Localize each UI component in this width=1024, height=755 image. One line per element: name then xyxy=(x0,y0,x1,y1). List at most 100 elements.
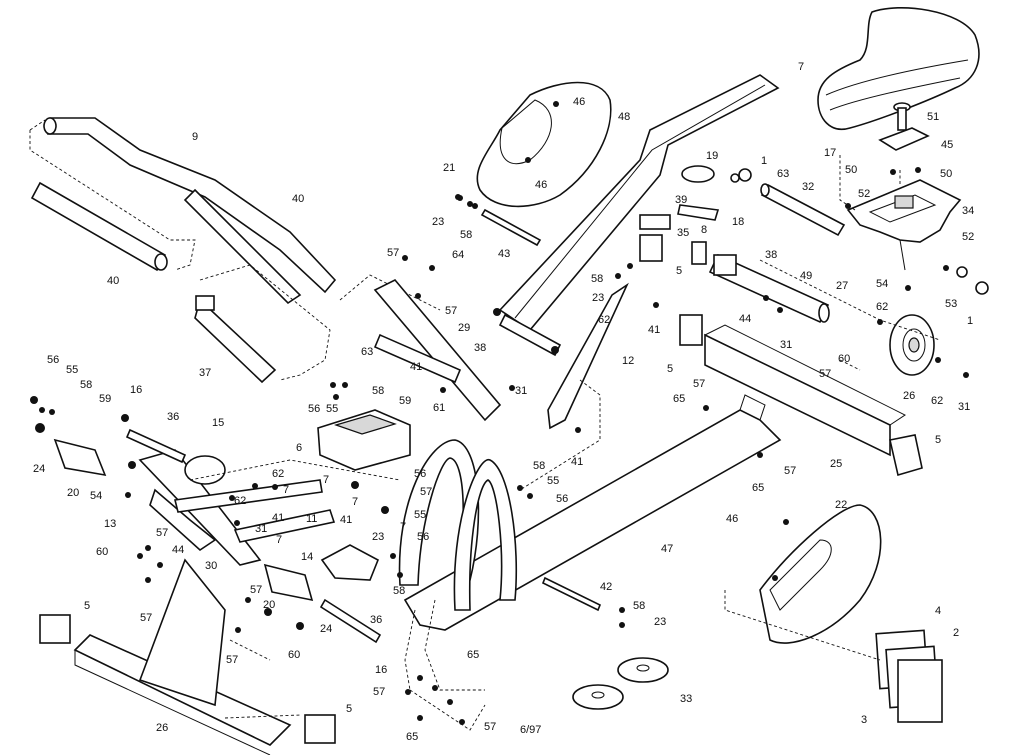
part-label: 65 xyxy=(752,482,764,494)
part-label: 1 xyxy=(967,315,973,327)
part-label: 26 xyxy=(156,722,168,734)
fastener-dots xyxy=(30,101,969,725)
part-label: 58 xyxy=(633,600,645,612)
part-label: 7 xyxy=(283,484,289,496)
part-label: 57 xyxy=(156,527,168,539)
part-label: 65 xyxy=(467,649,479,661)
rear-stabilizer-part xyxy=(704,324,923,477)
part-label: 7 xyxy=(798,61,804,73)
end-cap-small-part xyxy=(39,234,703,744)
part-label: 12 xyxy=(622,355,634,367)
part-label: 43 xyxy=(498,248,510,260)
part-label: 46 xyxy=(535,179,547,191)
weight-plates-part xyxy=(572,657,669,710)
part-label: 5 xyxy=(84,600,90,612)
pedal-arm-part xyxy=(547,282,629,430)
part-label: 38 xyxy=(765,249,777,261)
part-label: 62 xyxy=(876,301,888,313)
part-label: 42 xyxy=(600,581,612,593)
part-label: 36 xyxy=(370,614,382,626)
part-label: 4 xyxy=(935,605,941,617)
part-label: 58 xyxy=(591,273,603,285)
part-label: 58 xyxy=(533,460,545,472)
part-label: 30 xyxy=(205,560,217,572)
part-label: 32 xyxy=(802,181,814,193)
part-label: 37 xyxy=(199,367,211,379)
part-label: 60 xyxy=(838,353,850,365)
part-label: 57 xyxy=(373,686,385,698)
knob-part xyxy=(730,168,989,295)
part-label: 40 xyxy=(292,193,304,205)
part-label: 62 xyxy=(272,468,284,480)
part-label: 24 xyxy=(320,623,332,635)
part-label: 50 xyxy=(940,168,952,180)
part-label: 62 xyxy=(931,395,943,407)
part-label: 1 xyxy=(761,155,767,167)
part-label: 38 xyxy=(474,342,486,354)
part-label: 56 xyxy=(417,531,429,543)
upright-plate-part xyxy=(138,558,226,707)
part-label: 7 xyxy=(323,474,329,486)
part-label: 5 xyxy=(935,434,941,446)
part-label: 52 xyxy=(858,188,870,200)
wheel-part xyxy=(889,314,935,376)
part-label: 31 xyxy=(255,523,267,535)
part-label: 16 xyxy=(375,664,387,676)
handlebar-grip-part xyxy=(30,181,168,272)
part-label: 55 xyxy=(547,475,559,487)
rod-part xyxy=(125,428,382,644)
part-label: 49 xyxy=(800,270,812,282)
pin-part xyxy=(541,576,602,612)
part-label: 50 xyxy=(845,164,857,176)
part-label: 36 xyxy=(167,411,179,423)
part-label: 62 xyxy=(598,314,610,326)
part-label: 3 xyxy=(861,714,867,726)
part-label: 56 xyxy=(308,403,320,415)
part-label: 59 xyxy=(99,393,111,405)
part-label: 52 xyxy=(962,231,974,243)
part-label: 53 xyxy=(945,298,957,310)
part-label: 27 xyxy=(836,280,848,292)
seat-part xyxy=(817,7,980,131)
part-label: 17 xyxy=(824,147,836,159)
part-label: 7 xyxy=(400,521,406,533)
part-label: 41 xyxy=(410,361,422,373)
end-cap-part xyxy=(53,438,314,602)
part-label: 5 xyxy=(676,265,682,277)
part-label: 21 xyxy=(443,162,455,174)
part-label: 55 xyxy=(414,509,426,521)
pedal-plate-part xyxy=(320,544,380,581)
part-label: 62 xyxy=(234,495,246,507)
part-label: 15 xyxy=(212,417,224,429)
part-label: 24 xyxy=(33,463,45,475)
part-label: 31 xyxy=(780,339,792,351)
part-label: 7 xyxy=(352,496,358,508)
part-label: 22 xyxy=(835,499,847,511)
part-label: 63 xyxy=(777,168,789,180)
part-label: 18 xyxy=(732,216,744,228)
part-label: 13 xyxy=(104,518,116,530)
manual-documents-part xyxy=(875,629,943,723)
part-label: 5 xyxy=(346,703,352,715)
crank-tube-part xyxy=(708,253,830,324)
arm-link-part xyxy=(373,279,502,422)
part-label: 57 xyxy=(484,721,496,733)
console-part xyxy=(317,409,411,471)
part-label: 57 xyxy=(445,305,457,317)
part-label: 8 xyxy=(701,224,707,236)
part-label: 55 xyxy=(66,364,78,376)
part-label: 23 xyxy=(372,531,384,543)
part-label: 57 xyxy=(226,654,238,666)
part-label: 65 xyxy=(406,731,418,743)
part-label: 33 xyxy=(680,693,692,705)
part-label: 56 xyxy=(414,468,426,480)
part-label: 5 xyxy=(667,363,673,375)
part-label: 2 xyxy=(953,627,959,639)
part-label: 65 xyxy=(673,393,685,405)
part-label: 58 xyxy=(372,385,384,397)
part-label: 56 xyxy=(556,493,568,505)
front-frame-part xyxy=(138,449,336,566)
seat-bracket-part xyxy=(878,102,930,175)
part-label: 9 xyxy=(192,131,198,143)
